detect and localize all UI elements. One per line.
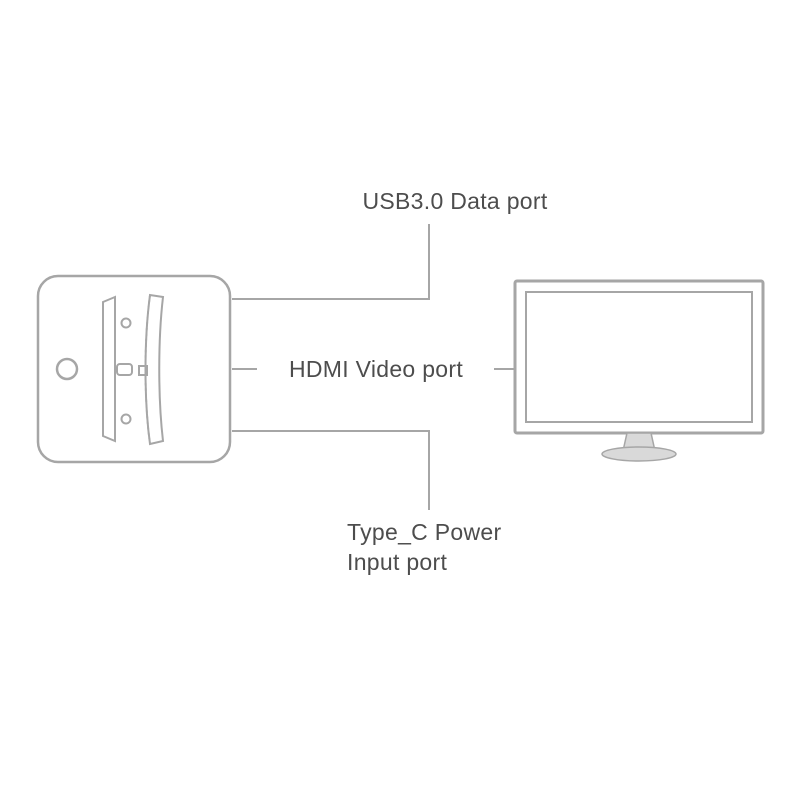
dock-screw-top (120, 317, 132, 329)
monitor-drawing (513, 279, 765, 462)
hdmi-video-port-label: HDMI Video port (288, 356, 464, 382)
monitor-base (601, 446, 677, 462)
dock-small-port-icon (138, 365, 148, 376)
dock-mini-port-icon (116, 363, 133, 376)
usb-data-port-label: USB3.0 Data port (362, 188, 548, 214)
monitor-outer-frame (513, 279, 765, 435)
monitor-screen (525, 291, 753, 423)
dock-device-drawing (36, 274, 232, 464)
typec-connector-line (232, 430, 430, 510)
dock-power-button-circle (55, 357, 79, 381)
usb-connector-line (232, 224, 430, 300)
dock-slot-serration (144, 294, 151, 445)
type-c-power-input-label: Type_C Power Input port (347, 519, 502, 575)
dock-slot-right-band (144, 293, 165, 446)
dock-outline (36, 274, 232, 464)
dock-screw-bottom (120, 413, 132, 425)
dock-slot-left-bracket (102, 295, 116, 443)
